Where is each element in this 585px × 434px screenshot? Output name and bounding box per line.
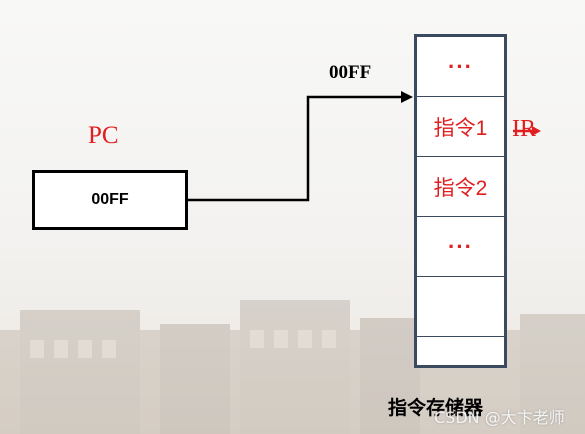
address-line — [188, 95, 406, 202]
memory-cell-ellipsis-top: ··· — [448, 54, 473, 79]
memory-divider — [417, 156, 504, 157]
memory-divider — [417, 96, 504, 97]
ir-arrowhead — [532, 126, 541, 136]
memory-cell-empty — [417, 277, 504, 337]
pc-register-box: 00FF — [32, 170, 188, 230]
memory-divider — [417, 336, 504, 337]
pc-label: PC — [88, 122, 119, 149]
memory-cell-ellipsis-bottom: ··· — [448, 234, 473, 259]
watermark: CSDN @大卞老师 — [434, 408, 565, 427]
memory-cell-instruction-2: 指令2 — [433, 177, 488, 200]
address-arrowhead — [401, 91, 413, 103]
address-bus-label: 00FF — [329, 62, 372, 83]
memory-divider — [417, 216, 504, 217]
instruction-memory: ··· 指令1 指令2 ··· — [414, 34, 507, 368]
memory-title: 指令存储器 — [388, 397, 484, 419]
pc-register-value: 00FF — [91, 191, 129, 208]
memory-cell-instruction-1: 指令1 — [433, 117, 488, 140]
ir-label: IR — [512, 116, 536, 142]
memory-cell-empty — [417, 337, 504, 365]
memory-divider — [417, 276, 504, 277]
